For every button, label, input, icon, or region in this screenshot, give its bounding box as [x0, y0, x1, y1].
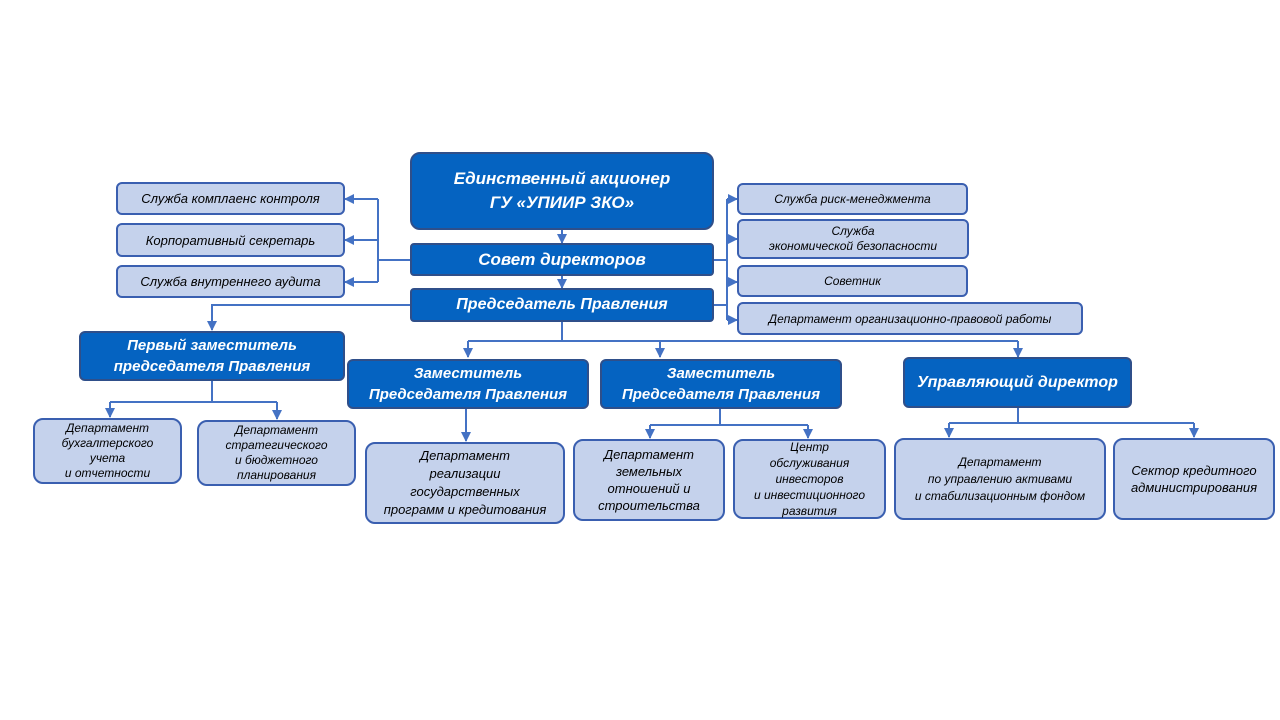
economic-security-box: Служба экономической безопасности: [737, 219, 969, 259]
credit-administration-sector-box: Сектор кредитного администрирования: [1113, 438, 1275, 520]
accounting-department-box: Департамент бухгалтерского учета и отчет…: [33, 418, 182, 484]
state-programs-department-box: Департамент реализации государственных п…: [365, 442, 565, 524]
strategic-planning-department-box: Департамент стратегического и бюджетного…: [197, 420, 356, 486]
compliance-service-box: Служба комплаенс контроля: [116, 182, 345, 215]
asset-management-department-box: Департамент по управлению активами и ста…: [894, 438, 1106, 520]
shareholder-box: Единственный акционер ГУ «УПИИР ЗКО»: [410, 152, 714, 230]
chairman-box: Председатель Правления: [410, 288, 714, 322]
deputy-chairman-2-box: Заместитель Председателя Правления: [600, 359, 842, 409]
internal-audit-box: Служба внутреннего аудита: [116, 265, 345, 298]
board-of-directors-box: Совет директоров: [410, 243, 714, 276]
risk-management-box: Служба риск-менеджмента: [737, 183, 968, 215]
managing-director-box: Управляющий директор: [903, 357, 1132, 408]
corporate-secretary-box: Корпоративный секретарь: [116, 223, 345, 257]
legal-department-box: Департамент организационно-правовой рабо…: [737, 302, 1083, 335]
advisor-box: Советник: [737, 265, 968, 297]
investor-service-center-box: Центр обслуживания инвесторов и инвестиц…: [733, 439, 886, 519]
first-deputy-box: Первый заместитель председателя Правлени…: [79, 331, 345, 381]
line-left-bus: [377, 199, 410, 261]
line-to-first-deputy: [207, 304, 410, 331]
deputy-chairman-1-box: Заместитель Председателя Правления: [347, 359, 589, 409]
land-relations-department-box: Департамент земельных отношений и строит…: [573, 439, 725, 521]
line-right-bus: [714, 199, 728, 261]
